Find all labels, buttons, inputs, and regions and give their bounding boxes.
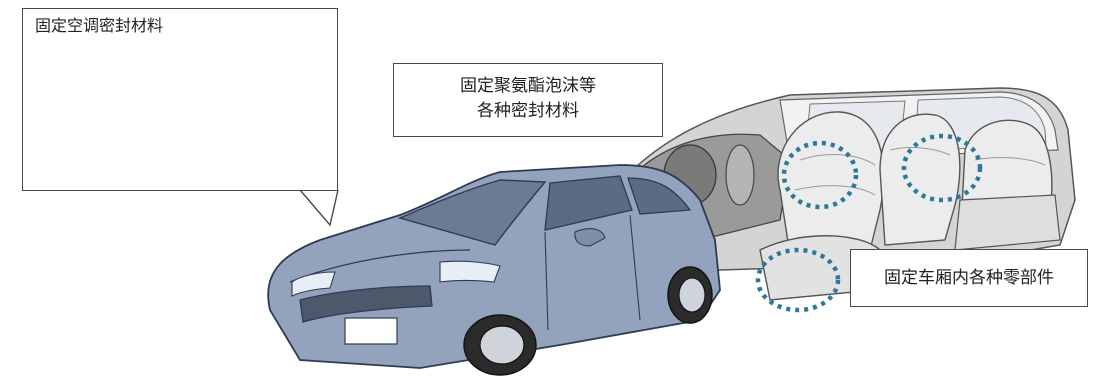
ac-callout-pointer [299, 189, 339, 227]
callout-interior-parts: 固定车厢内各种零部件 [850, 249, 1088, 307]
callout-ac-sealing: 固定空调密封材料 [22, 8, 338, 191]
callout-foam-line-2: 各种密封材料 [477, 101, 579, 121]
callout-ac-sealing-text: 固定空调密封材料 [35, 16, 164, 35]
callout-foam-line-1: 固定聚氨酯泡沫等 [460, 76, 596, 96]
vehicle-interior-cutaway [597, 87, 1076, 313]
callout-foam-sealing: 固定聚氨酯泡沫等 各种密封材料 [393, 63, 663, 137]
callout-interior-text: 固定车厢内各种零部件 [884, 268, 1054, 288]
car-exterior [267, 164, 721, 376]
